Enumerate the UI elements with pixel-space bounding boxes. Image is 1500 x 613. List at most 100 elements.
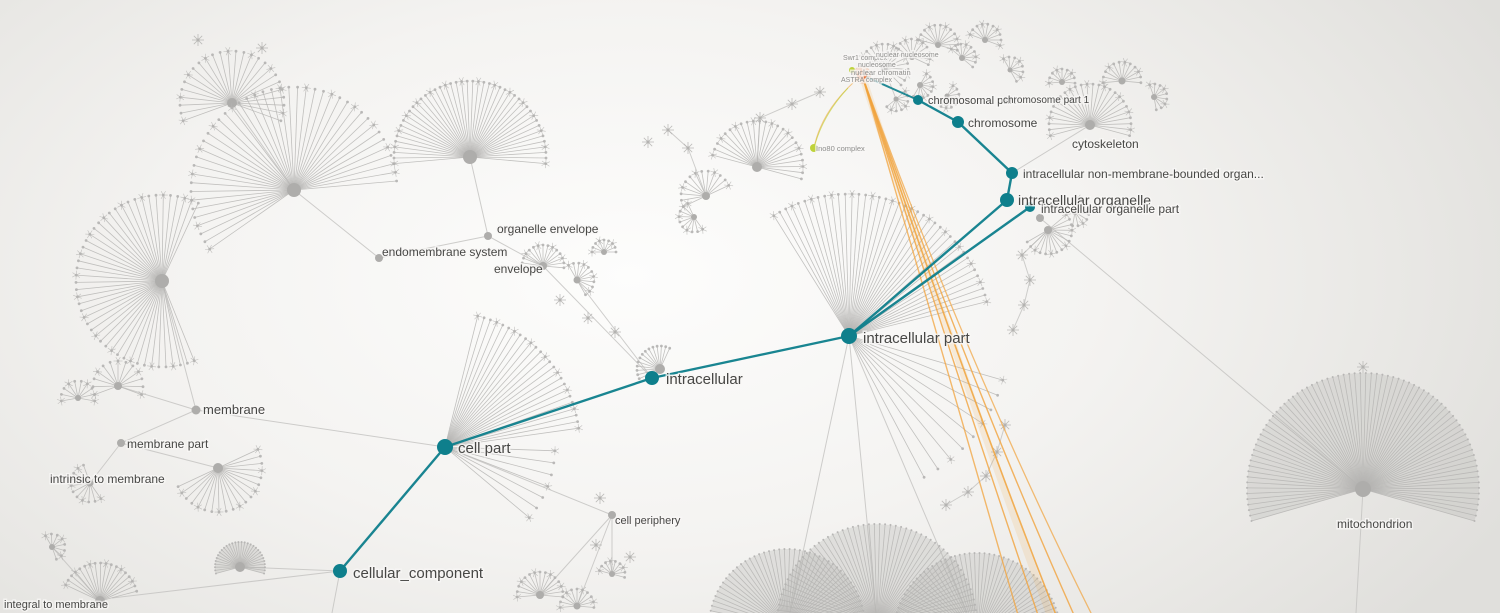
term-node[interactable] (1007, 67, 1013, 73)
asterisk-term-node[interactable] (980, 470, 992, 482)
asterisk-term-node[interactable] (662, 124, 674, 136)
node-intracellular-part[interactable] (841, 328, 857, 344)
term-node[interactable] (95, 596, 105, 606)
term-node[interactable] (375, 254, 383, 262)
term-node[interactable] (608, 511, 616, 519)
label-chromosome[interactable]: chromosome (967, 115, 1040, 132)
asterisk-term-node[interactable] (554, 294, 566, 306)
label-chromosome-part-1[interactable]: chromosome part 1 (1002, 94, 1092, 108)
asterisk-term-node[interactable] (1018, 299, 1030, 311)
term-node[interactable] (463, 150, 477, 164)
term-node[interactable] (702, 192, 710, 200)
term-node[interactable] (287, 183, 301, 197)
asterisk-term-node[interactable] (192, 34, 204, 46)
nuclear-chromatin-node[interactable] (849, 67, 855, 73)
asterisk-term-node[interactable] (582, 312, 594, 324)
term-node[interactable] (1036, 214, 1044, 222)
asterisk-term-node[interactable] (754, 112, 766, 124)
term-node[interactable] (917, 82, 923, 88)
label-envelope[interactable]: envelope (493, 261, 545, 278)
asterisk-term-node[interactable] (814, 86, 826, 98)
term-node[interactable] (86, 479, 94, 487)
label-swr1-complex[interactable]: Swr1 complex (842, 54, 889, 64)
label-integral-to-membrane[interactable]: integral to membrane (3, 598, 110, 613)
label-astra-complex[interactable]: ASTRA complex (840, 76, 894, 86)
asterisk-term-node[interactable] (999, 419, 1011, 431)
term-node[interactable] (117, 439, 125, 447)
label-cell-part[interactable]: cell part (457, 439, 513, 459)
label-intracellular-non-membrane-bounded-organelle[interactable]: intracellular non-membrane-bounded organ… (1022, 166, 1266, 183)
label-nuclear-nucleosome[interactable]: nuclear nucleosome (875, 51, 941, 61)
term-node[interactable] (893, 96, 899, 102)
node-cell-part[interactable] (437, 439, 453, 455)
asterisk-term-node[interactable] (962, 486, 974, 498)
term-node[interactable] (573, 602, 581, 610)
term-node[interactable] (1085, 120, 1095, 130)
asterisk-term-node[interactable] (786, 98, 798, 110)
term-node[interactable] (213, 463, 223, 473)
term-node[interactable] (601, 249, 607, 255)
label-membrane[interactable]: membrane (202, 401, 267, 419)
term-node[interactable] (691, 214, 697, 220)
term-node[interactable] (609, 571, 615, 577)
label-mitochondrion[interactable]: mitochondrion (1336, 516, 1414, 533)
asterisk-term-node[interactable] (1007, 324, 1019, 336)
term-node[interactable] (752, 162, 762, 172)
node-intracellular[interactable] (645, 371, 659, 385)
asterisk-term-node[interactable] (1016, 249, 1028, 261)
asterisk-term-node[interactable] (642, 136, 654, 148)
asterisk-term-node[interactable] (624, 551, 636, 563)
term-node[interactable] (655, 364, 665, 374)
asterisk-term-node[interactable] (682, 142, 694, 154)
term-node[interactable] (484, 232, 492, 240)
label-cytoskeleton[interactable]: cytoskeleton (1071, 136, 1141, 153)
node-chromosome[interactable] (952, 116, 964, 128)
term-node[interactable] (959, 55, 965, 61)
term-node[interactable] (1044, 226, 1052, 234)
label-intracellular[interactable]: intracellular (665, 370, 745, 390)
label-endomembrane-system[interactable]: endomembrane system (381, 244, 509, 261)
nucleosome-highlight-node[interactable] (857, 70, 867, 80)
term-node[interactable] (155, 274, 169, 288)
ino80-complex-node[interactable] (810, 144, 818, 152)
term-node[interactable] (114, 382, 122, 390)
asterisk-term-node[interactable] (1357, 361, 1369, 373)
label-intracellular-organelle[interactable]: intracellular organelle (1017, 191, 1153, 210)
term-node[interactable] (982, 37, 988, 43)
asterisk-term-node[interactable] (256, 42, 268, 54)
asterisk-term-node[interactable] (594, 492, 606, 504)
term-node[interactable] (1151, 94, 1157, 100)
label-intracellular-organelle-part[interactable]: intracellular organelle part (1040, 201, 1182, 218)
term-node[interactable] (75, 395, 81, 401)
label-intrinsic-to-membrane[interactable]: intrinsic to membrane (49, 471, 167, 488)
label-cell-periphery[interactable]: cell periphery (614, 514, 683, 529)
term-node[interactable] (536, 591, 544, 599)
term-node[interactable] (935, 42, 941, 48)
node-chromosomal-part[interactable] (913, 95, 923, 105)
term-node[interactable] (49, 544, 55, 550)
term-node[interactable] (235, 562, 245, 572)
node-intracellular-organelle[interactable] (1000, 193, 1014, 207)
label-organelle-envelope[interactable]: organelle envelope (496, 221, 601, 238)
asterisk-term-node[interactable] (590, 539, 602, 551)
term-node[interactable] (1059, 79, 1065, 85)
label-nucleosome[interactable]: nucleosome (857, 61, 898, 71)
term-node[interactable] (539, 262, 547, 270)
term-node[interactable] (944, 93, 950, 99)
label-chromosomal-part[interactable]: chromosomal part (927, 94, 1018, 109)
asterisk-term-node[interactable] (991, 446, 1003, 458)
term-node[interactable] (1118, 77, 1126, 85)
term-node[interactable] (573, 276, 581, 284)
label-cellular-component[interactable]: cellular_component (352, 564, 486, 584)
asterisk-term-node[interactable] (609, 326, 621, 338)
label-membrane-part[interactable]: membrane part (126, 436, 211, 453)
term-node[interactable] (909, 54, 915, 60)
label-nuclear-chromatin[interactable]: nuclear chromatin (850, 67, 913, 79)
label-intracellular-part[interactable]: intracellular part (862, 329, 973, 349)
term-node[interactable] (191, 405, 201, 415)
node-intracellular-non-membrane-bounded-organelle[interactable] (1006, 167, 1018, 179)
asterisk-term-node[interactable] (940, 499, 952, 511)
node-intracellular-organelle-part[interactable] (1025, 202, 1035, 212)
